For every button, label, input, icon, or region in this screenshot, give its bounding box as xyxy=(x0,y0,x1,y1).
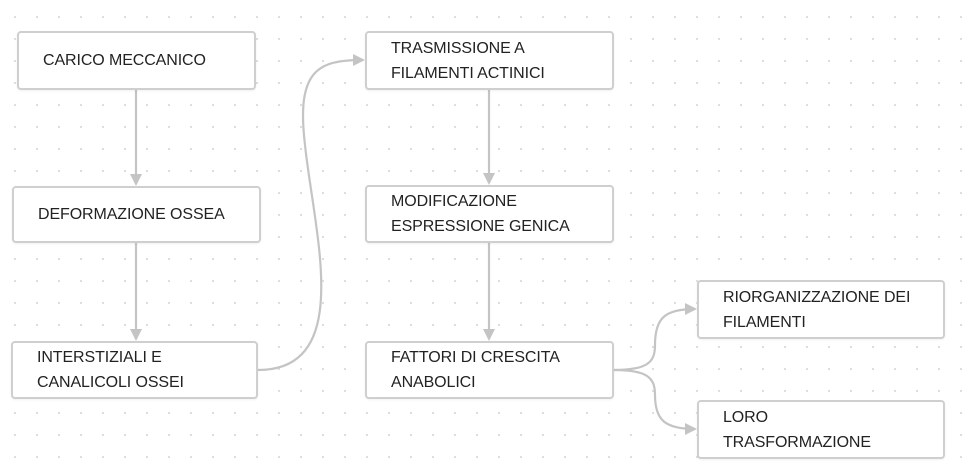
node-deformazione-ossea[interactable]: DEFORMAZIONE OSSEA xyxy=(12,186,261,243)
node-label: INTERSTIZIALI E CANALICOLI OSSEI xyxy=(37,349,184,391)
node-loro-trasformazione[interactable]: LORO TRASFORMAZIONE xyxy=(697,400,945,459)
node-label: DEFORMAZIONE OSSEA xyxy=(38,206,225,223)
node-label: MODIFICAZIONE ESPRESSIONE GENICA xyxy=(391,193,570,235)
node-label: RIORGANIZZAZIONE DEI FILAMENTI xyxy=(723,288,911,331)
node-fattori-crescita[interactable]: FATTORI DI CRESCITA ANABOLICI xyxy=(365,341,614,399)
node-riorganizzazione-filamenti[interactable]: RIORGANIZZAZIONE DEI FILAMENTI xyxy=(697,280,945,339)
node-carico-meccanico[interactable]: CARICO MECCANICO xyxy=(17,31,256,90)
edge-fattori-to-riorganizzazione xyxy=(613,303,697,372)
node-interstiziali-canalicoli[interactable]: INTERSTIZIALI E CANALICOLI OSSEI xyxy=(11,341,258,399)
node-label: CARICO MECCANICO xyxy=(43,52,206,69)
node-label: FATTORI DI CRESCITA ANABOLICI xyxy=(391,349,560,391)
edge-fattori-to-trasformazione xyxy=(613,368,697,435)
node-label: LORO TRASFORMAZIONE xyxy=(723,408,871,451)
node-modificazione-espressione[interactable]: MODIFICAZIONE ESPRESSIONE GENICA xyxy=(365,185,614,243)
edge-interstiziali-to-trasmissione xyxy=(257,54,365,372)
node-label: TRASMISSIONE A FILAMENTI ACTINICI xyxy=(391,39,545,82)
node-trasmissione-filamenti[interactable]: TRASMISSIONE A FILAMENTI ACTINICI xyxy=(365,31,614,90)
